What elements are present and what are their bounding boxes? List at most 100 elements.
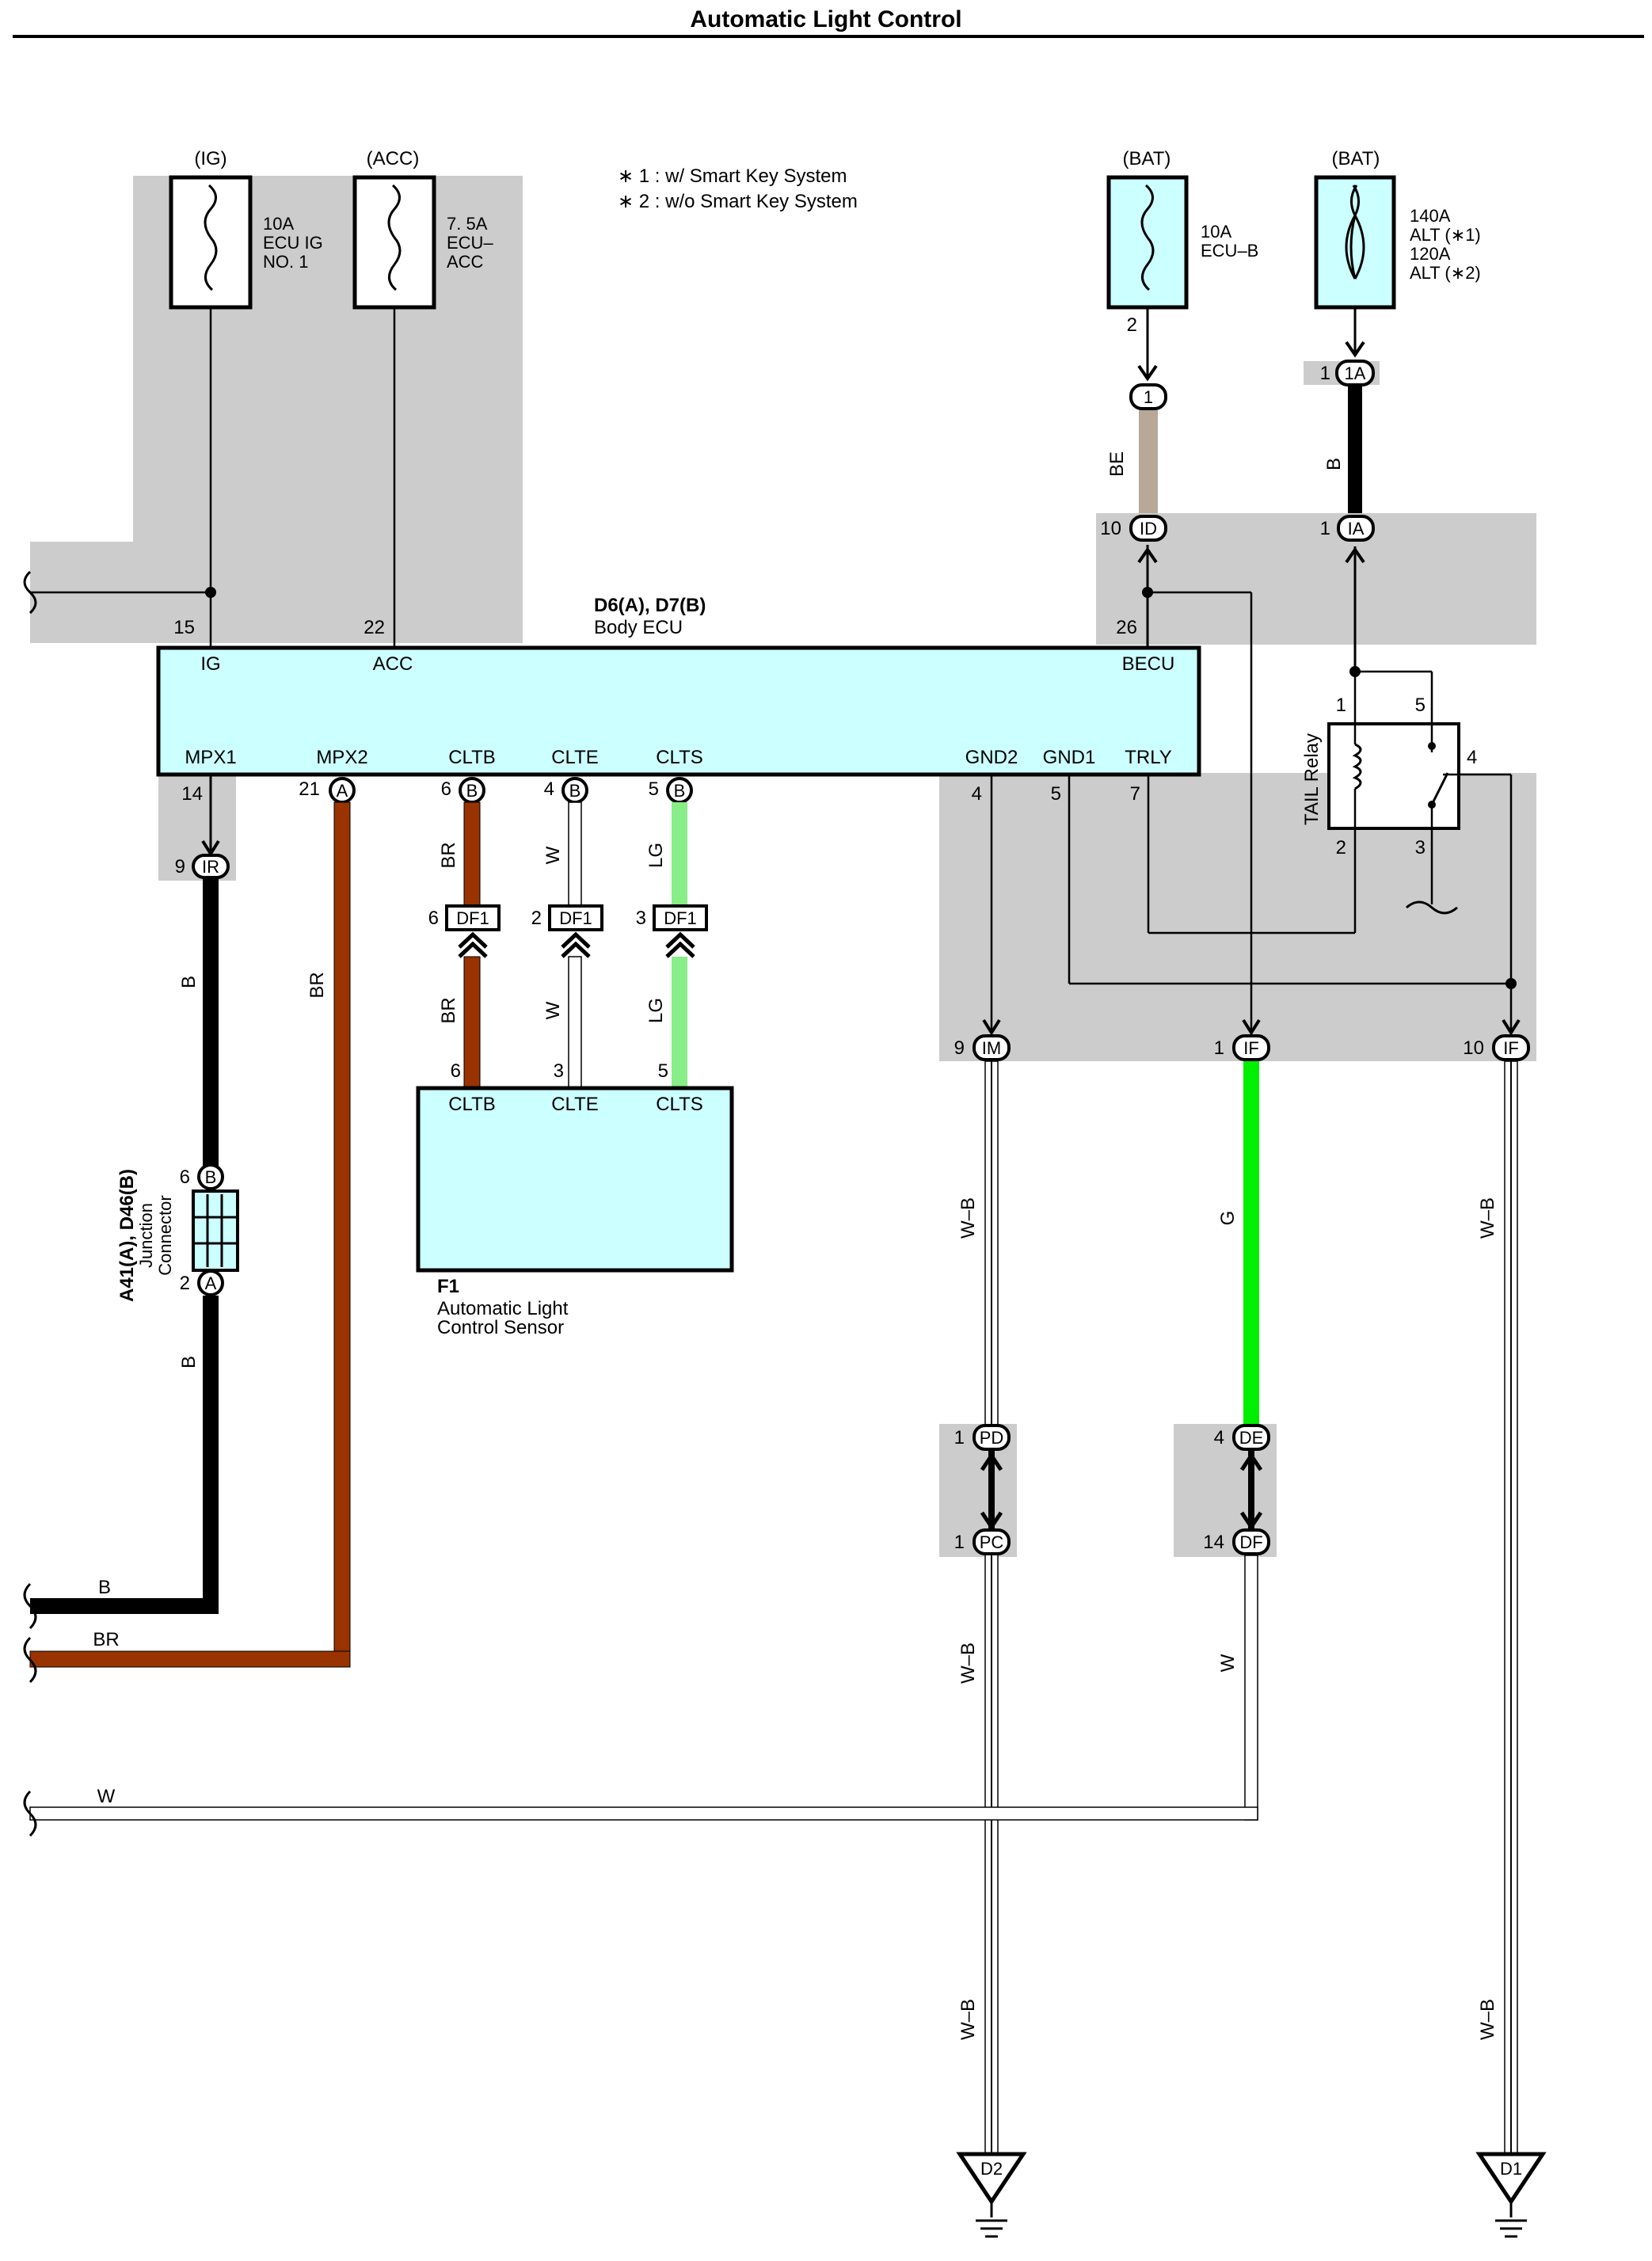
wire-color-label: B — [98, 1577, 111, 1598]
pin-number: 9 — [175, 856, 185, 877]
pin-number: 5 — [1415, 695, 1426, 716]
connector-code: B — [674, 781, 686, 801]
connector-code: A — [337, 781, 348, 801]
wire-color-label: B — [178, 1356, 200, 1368]
bottom-connectors: IM 9 IF 1 IF 10 — [954, 1034, 1530, 1061]
pin-number: 6 — [428, 908, 439, 929]
note-no-smart-key: ∗ 2 : w/o Smart Key System — [618, 191, 858, 212]
fuse-rating: 10A — [1201, 222, 1231, 242]
sensor-name: Control Sensor — [437, 1317, 564, 1338]
connector-code: DF1 — [456, 908, 489, 928]
fuse-rating: 140A — [1410, 206, 1451, 226]
wire-color-label: W — [1217, 1654, 1239, 1672]
connector-code: ID — [1140, 519, 1157, 539]
ig-acc-wires: 15 22 — [23, 307, 396, 648]
connector-df1 — [445, 904, 501, 931]
connector-code: 1A — [1345, 364, 1366, 383]
ground-code: D1 — [1500, 2159, 1522, 2179]
wire-color-label: BE — [1106, 451, 1128, 477]
connector-code: IF — [1503, 1038, 1519, 1058]
pin-number: 22 — [364, 617, 385, 638]
ecu-terminal-label: GND2 — [965, 747, 1018, 768]
sensor-terminal-label: CLTS — [656, 1094, 703, 1115]
pin-number: 5 — [649, 778, 659, 800]
connector-code: B — [205, 1167, 217, 1187]
ground-icon — [1475, 2152, 1547, 2206]
fuse-rating: 120A — [1410, 244, 1451, 264]
relay-name: TAIL Relay — [1301, 733, 1323, 825]
connector-pc — [973, 1528, 1011, 1555]
wire-b — [30, 1598, 219, 1614]
ecu-terminal-label: BECU — [1122, 653, 1175, 675]
wire-color-label: W–B — [957, 1642, 979, 1684]
fuse-name: ACC — [447, 252, 484, 272]
connector-code: A — [205, 1273, 217, 1293]
wire-g — [1243, 1061, 1259, 1432]
connector-code: PD — [980, 1428, 1004, 1448]
connector-df1 — [653, 904, 708, 931]
wire-w — [568, 801, 582, 907]
junction-pin-b — [197, 1163, 224, 1190]
wb-ground-wires: W–B W–B W–B W–B W–B — [957, 1060, 1518, 2163]
pin-number: 4 — [1467, 747, 1477, 768]
connector-ia — [1337, 515, 1375, 542]
pin-number: 3 — [1415, 837, 1426, 858]
ecu-box — [156, 645, 1201, 777]
ecu-terminal-label: GND1 — [1043, 747, 1096, 768]
pin-number: 6 — [441, 778, 451, 800]
pin-number: 7 — [1130, 783, 1140, 805]
wire-lg — [672, 957, 687, 1088]
ground-wiring: 4 5 7 — [972, 592, 1521, 1036]
fuse-rating: 10A — [263, 214, 294, 234]
junction-connector — [192, 1189, 239, 1272]
pin-number: 1 — [1320, 363, 1330, 384]
wire-be — [1139, 410, 1158, 513]
ecu-terminal-label: ACC — [373, 653, 413, 675]
ecu-terminal-label: MPX1 — [185, 747, 236, 768]
connector-pd — [973, 1424, 1011, 1451]
connector-code: B — [569, 781, 581, 801]
pin-number: 2 — [180, 1273, 190, 1294]
junction-code: A41(A), D46(B) — [116, 1169, 138, 1302]
connector-code: PC — [980, 1532, 1004, 1552]
connector-code: IF — [1243, 1038, 1259, 1058]
becu-shade — [1096, 513, 1536, 645]
fuse-rating: 7. 5A — [447, 214, 488, 234]
ground-icon — [956, 2152, 1027, 2206]
pin-number: 4 — [544, 778, 554, 800]
pin-number: 2 — [1336, 837, 1346, 858]
fuse-name: ALT (∗2) — [1410, 263, 1481, 283]
open-end-icon — [1406, 900, 1458, 915]
connector-1 — [1129, 383, 1167, 410]
wire-color-label: G — [1217, 1211, 1239, 1226]
connector-code: 1 — [1144, 387, 1153, 407]
pin-number: 5 — [1051, 783, 1061, 805]
pin-number: 14 — [1203, 1532, 1224, 1553]
fuse-ecu-b: (BAT) 10A ECU–B — [1106, 148, 1258, 310]
fuse-name: ALT (∗1) — [1410, 225, 1481, 245]
fuse-source-label: (ACC) — [367, 148, 420, 169]
ecu-terminal-label: IG — [200, 653, 220, 675]
ground-d1: D1 — [1475, 2152, 1547, 2238]
connector-df1 — [548, 904, 603, 931]
page-title: Automatic Light Control — [690, 6, 961, 32]
light-control-sensor: CLTB CLTE CLTS F1 Automatic Light Contro… — [416, 1086, 734, 1338]
fuse-alt: (BAT) 140A ALT (∗1) 120A ALT (∗2) — [1314, 148, 1481, 310]
pin-number: 3 — [636, 908, 646, 929]
wire-color-label: LG — [645, 843, 667, 868]
pin-number: 9 — [954, 1037, 965, 1059]
pin-number: 2 — [1127, 314, 1137, 336]
fuse-source-label: (IG) — [194, 148, 226, 169]
connector-code: DE — [1239, 1428, 1264, 1448]
pin-number: 14 — [181, 783, 203, 805]
connector-id — [1129, 515, 1167, 542]
wire-color-label: BR — [438, 842, 459, 868]
sensor-code: F1 — [437, 1276, 459, 1297]
note-smart-key: ∗ 1 : w/ Smart Key System — [618, 166, 847, 187]
relay-box — [1327, 722, 1460, 830]
pin-number: 1 — [954, 1427, 965, 1448]
wire-b — [203, 1296, 219, 1614]
ecu-terminal-label: CLTS — [656, 747, 703, 768]
fuse-source-label: (BAT) — [1332, 148, 1380, 169]
